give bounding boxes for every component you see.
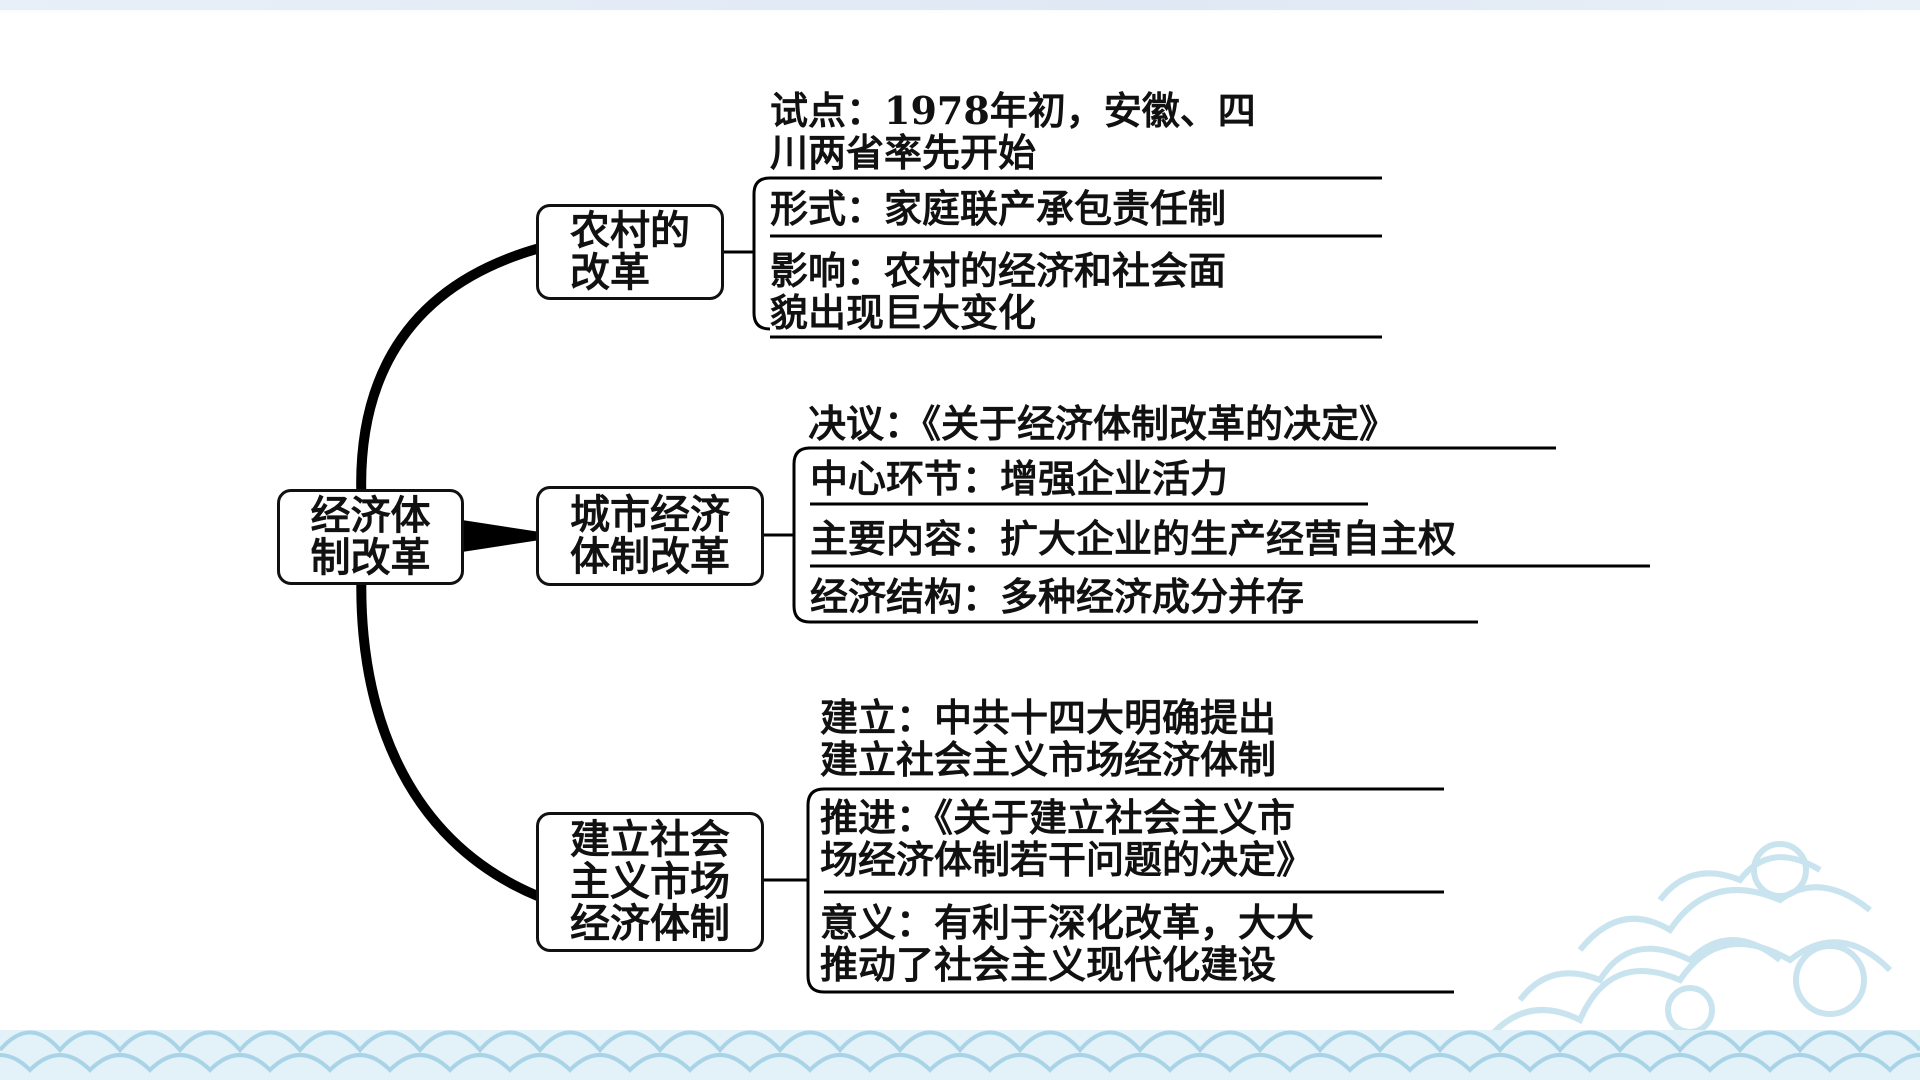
branch-title-line2: 改革 [570, 249, 650, 296]
root-to-city-wedge [462, 520, 540, 552]
item-line1: 主要内容：扩大企业的生产经营自主权 [810, 516, 1457, 561]
item-line1: 影响：农村的经济和社会面 [770, 248, 1227, 293]
trunk-curve-bottom [356, 555, 545, 902]
rural-item-impact: 影响：农村的经济和社会面 貌出现巨大变化 [770, 250, 1226, 334]
urban-item-core-link: 中心环节：增强企业活力 [810, 458, 1228, 500]
branch-title-line3: 经济体制 [570, 900, 730, 947]
item-line2: 貌出现巨大变化 [770, 290, 1037, 335]
branch-title-line1: 建立社会 [570, 816, 730, 863]
branch-title-line2: 体制改革 [570, 533, 730, 580]
item-line2: 川两省率先开始 [770, 130, 1037, 175]
wave-pattern-decor [0, 1030, 1920, 1080]
item-line1: 意义：有利于深化改革，大大 [820, 900, 1315, 945]
item-line1: 形式：家庭联产承包责任制 [770, 186, 1227, 231]
item-line1: 中心环节：增强企业活力 [810, 456, 1229, 501]
branch-title-line1: 农村的 [570, 207, 690, 254]
item-line1: 推进：《关于建立社会主义市 [820, 795, 1296, 840]
item-line1: 经济结构：多种经济成分并存 [810, 574, 1305, 619]
market-item-significance: 意义：有利于深化改革，大大 推动了社会主义现代化建设 [820, 902, 1314, 986]
market-item-advance: 推进：《关于建立社会主义市 场经济体制若干问题的决定》 [820, 797, 1314, 881]
root-node-line1: 经济体 [310, 492, 431, 539]
item-line2: 建立社会主义市场经济体制 [820, 737, 1277, 782]
item-line1: 建立：中共十四大明确提出 [820, 695, 1277, 740]
branch-node-rural-reform: 农村的 改革 [536, 204, 724, 300]
root-node-line2: 制改革 [310, 534, 431, 581]
urban-item-main-content: 主要内容：扩大企业的生产经营自主权 [810, 518, 1456, 560]
root-node: 经济体 制改革 [277, 489, 464, 585]
branch-title-line2: 主义市场 [570, 858, 730, 905]
item-line2: 推动了社会主义现代化建设 [820, 942, 1277, 987]
market-item-establish: 建立：中共十四大明确提出 建立社会主义市场经济体制 [820, 697, 1276, 781]
item-line2: 场经济体制若干问题的决定》 [820, 837, 1315, 882]
branch-node-urban-reform: 城市经济 体制改革 [536, 486, 764, 586]
rural-item-form: 形式：家庭联产承包责任制 [770, 188, 1226, 230]
urban-item-resolution: 决议：《关于经济体制改革的决定》 [808, 403, 1397, 445]
item-line1: 试点：1978年初，安徽、四 [770, 88, 1256, 133]
top-decor-bar [0, 0, 1920, 10]
branch-node-market-economy: 建立社会 主义市场 经济体制 [536, 812, 764, 952]
item-line1: 决议：《关于经济体制改革的决定》 [808, 401, 1398, 446]
branch-title-line1: 城市经济 [570, 491, 730, 538]
trunk-curve-top [356, 243, 545, 515]
cloud-pattern-decor [1477, 841, 1893, 1052]
rural-item-pilot: 试点：1978年初，安徽、四 川两省率先开始 [770, 90, 1256, 174]
urban-item-economic-structure: 经济结构：多种经济成分并存 [810, 576, 1304, 618]
